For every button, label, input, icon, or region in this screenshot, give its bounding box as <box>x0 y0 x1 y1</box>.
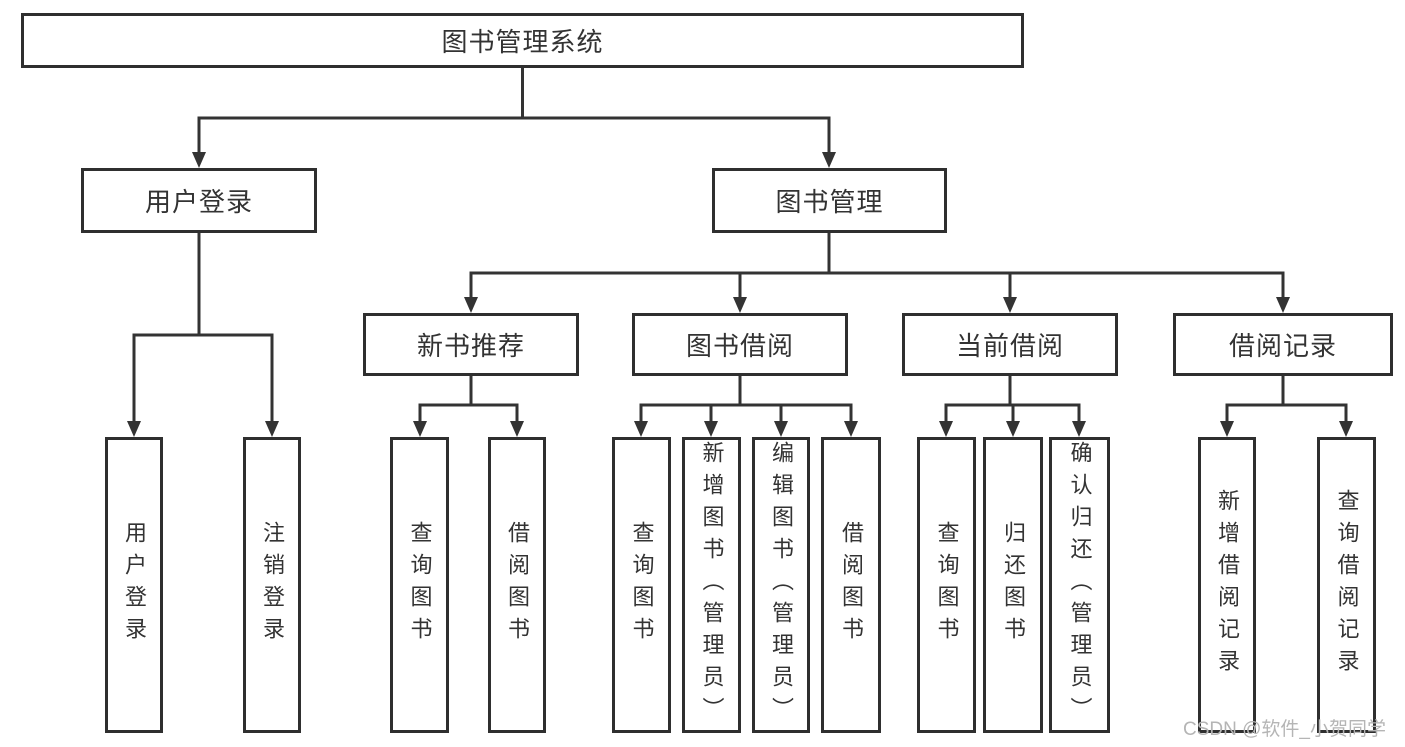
node-label: 借阅记录 <box>1228 331 1337 361</box>
node-label: 确认归还（管理员） <box>1067 441 1093 729</box>
node-book-borrowing: 图书借阅 <box>632 313 848 376</box>
leaf-return-books: 归还图书 <box>983 437 1043 733</box>
arrowhead <box>413 421 427 437</box>
leaf-logout: 注销登录 <box>243 437 301 733</box>
leaf-confirm-return-admin: 确认归还（管理员） <box>1049 437 1110 733</box>
arrowhead <box>774 421 788 437</box>
node-label: 借阅图书 <box>505 521 530 649</box>
node-label: 图书管理系统 <box>441 27 604 57</box>
node-label: 编辑图书（管理员） <box>769 441 794 729</box>
node-book-management: 图书管理 <box>712 168 947 233</box>
arrowhead <box>1339 421 1353 437</box>
node-label: 图书借阅 <box>685 331 794 361</box>
leaf-query-books-recommend: 查询图书 <box>390 437 449 733</box>
node-label: 用户登录 <box>122 521 147 649</box>
arrowhead <box>510 421 524 437</box>
csdn-watermark: CSDN @软件_小贺同学 <box>1183 719 1386 740</box>
edges-current <box>939 376 1086 437</box>
edges-borrow <box>634 376 858 437</box>
leaf-borrow-books-recommend: 借阅图书 <box>488 437 546 733</box>
edges-recommend <box>413 376 524 437</box>
node-label: 注销登录 <box>260 521 285 649</box>
node-label: 查询图书 <box>934 521 960 649</box>
node-user-login: 用户登录 <box>81 168 317 233</box>
edges-records <box>1220 376 1353 437</box>
node-label: 用户登录 <box>144 187 253 217</box>
node-new-book-recommendation: 新书推荐 <box>363 313 579 376</box>
arrowhead <box>704 421 718 437</box>
node-label: 归还图书 <box>1001 521 1026 649</box>
node-label: 当前借阅 <box>955 331 1064 361</box>
arrowhead <box>939 421 953 437</box>
edges-book-management <box>464 233 1290 313</box>
arrowhead <box>1072 421 1086 437</box>
leaf-edit-books-admin: 编辑图书（管理员） <box>752 437 810 733</box>
node-current-borrowing: 当前借阅 <box>902 313 1118 376</box>
arrowhead <box>844 421 858 437</box>
edges-root <box>192 66 836 168</box>
leaf-query-books-current: 查询图书 <box>917 437 976 733</box>
leaf-query-books-borrow: 查询图书 <box>612 437 671 733</box>
leaf-borrow-books: 借阅图书 <box>821 437 881 733</box>
node-label: 图书管理 <box>775 187 884 217</box>
arrowhead <box>1276 297 1290 313</box>
node-label: 借阅图书 <box>839 521 864 649</box>
node-label: 新增图书（管理员） <box>699 441 725 729</box>
node-library-management-system: 图书管理系统 <box>21 13 1024 68</box>
edges-user-login <box>127 233 279 437</box>
node-label: 新书推荐 <box>416 331 525 361</box>
arrowhead <box>634 421 648 437</box>
leaf-add-borrow-record: 新增借阅记录 <box>1198 437 1256 733</box>
arrowhead <box>733 297 747 313</box>
arrowhead <box>1006 421 1020 437</box>
leaf-query-borrow-record: 查询借阅记录 <box>1317 437 1376 733</box>
node-label: 新增借阅记录 <box>1215 489 1240 681</box>
node-borrowing-records: 借阅记录 <box>1173 313 1393 376</box>
leaf-user-login: 用户登录 <box>105 437 163 733</box>
arrowhead <box>265 421 279 437</box>
arrowhead <box>1003 297 1017 313</box>
arrowhead <box>464 297 478 313</box>
arrowhead <box>192 152 206 168</box>
leaf-add-books-admin: 新增图书（管理员） <box>682 437 741 733</box>
arrowhead <box>822 152 836 168</box>
node-label: 查询图书 <box>407 521 433 649</box>
arrowhead <box>127 421 141 437</box>
node-label: 查询借阅记录 <box>1334 489 1360 681</box>
arrowhead <box>1220 421 1234 437</box>
node-label: 查询图书 <box>629 521 655 649</box>
